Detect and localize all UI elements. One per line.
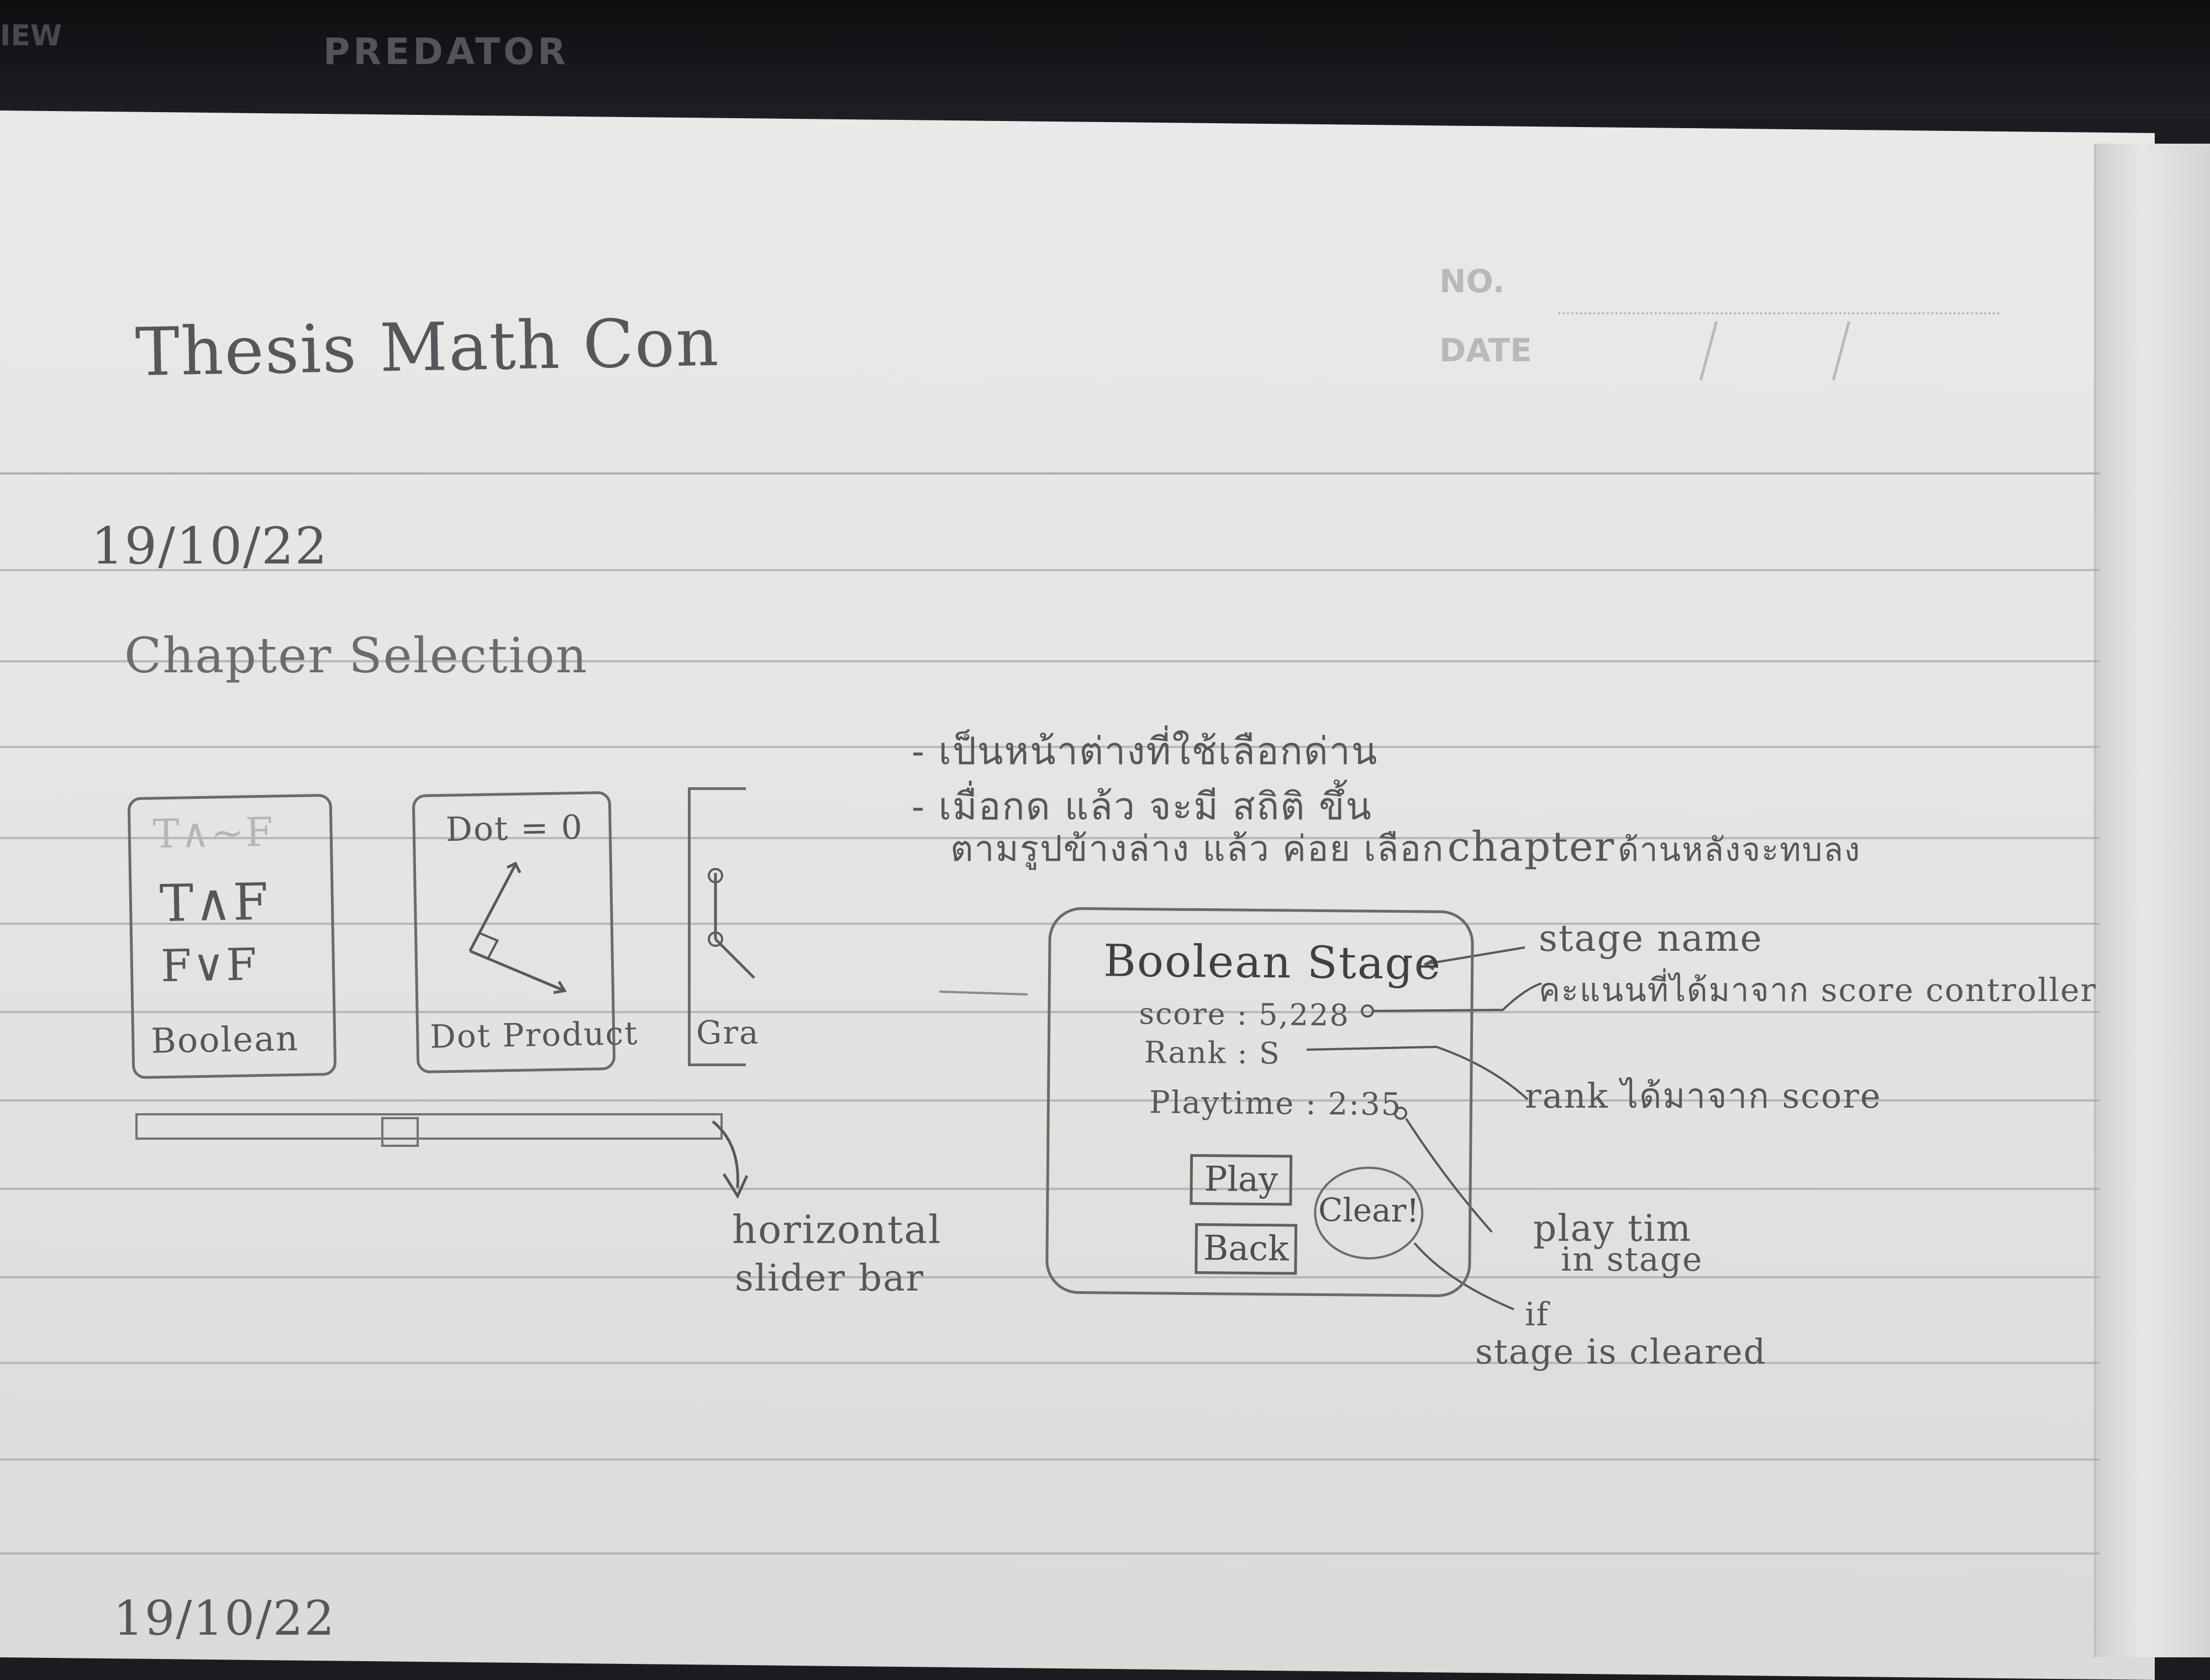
ruled-line [0,1188,2100,1190]
no-field-line [1558,312,2000,314]
monitor-left-text: IEW [0,19,62,52]
thai-note-line1: - เป็นหน้าต่างที่ใช้เลือกด่าน [912,730,1378,773]
thai-note-line2: - เมื่อกด แล้ว จะมี สถิติ ขึ้น [912,785,1372,829]
ruled-line [0,569,2100,571]
notebook-page-edge [2094,144,2210,1657]
horizontal-slider-thumb[interactable] [381,1117,419,1147]
annotation-clear-line1: if [1525,1295,1550,1333]
thai-note-line3-part2: ด้านหลังจะทบลง [1618,831,1861,868]
ruled-line [0,1552,2100,1555]
slider-note-line1: horizontal [732,1207,942,1252]
clear-badge: Clear! [1313,1166,1424,1260]
ruled-line [0,1011,2100,1013]
ruled-line [0,923,2100,925]
monitor-brand-logo: PREDATOR [323,30,569,73]
date-label: DATE [1439,331,1532,369]
stage-popup: Boolean Stage score : 5,228 Rank : S Pla… [1045,907,1475,1298]
horizontal-slider-track[interactable] [135,1113,723,1140]
stage-popup-score: score : 5,228 [1139,996,1350,1033]
date-top: 19/10/22 [91,517,329,576]
chapter-card-label: Gra [696,1014,760,1051]
annotation-rank-source: rank ได้มาจาก score [1525,1076,1882,1116]
monitor-background: IEW PREDATOR [0,0,2210,119]
stage-popup-rank: Rank : S [1144,1035,1281,1071]
stage-popup-playtime: Playtime : 2:35 [1149,1084,1402,1123]
ruled-line [0,660,2100,662]
ruled-line [0,472,2100,475]
chapter-card-dot-product[interactable]: Dot = 0 Dot Product [412,791,639,1074]
ruled-line [0,1362,2100,1364]
annotation-playtime-line1: play tim [1533,1207,1692,1250]
ruled-line [0,1099,2100,1102]
date-bottom: 19/10/22 [113,1591,336,1646]
annotation-clear-line2: stage is cleared [1475,1331,1767,1372]
ruled-line [0,837,2100,839]
section-title: Chapter Selection [124,627,588,684]
back-button[interactable]: Back [1195,1223,1298,1275]
pendulum-diagram [708,868,755,979]
thai-note-line3: ตามรูปข้างล่าง แล้ว ค่อย เลือก chapter ด… [950,820,1861,877]
no-label: NO. [1439,262,1505,300]
thai-note-chapter-word: chapter [1447,823,1616,871]
ruled-line [0,1458,2100,1461]
annotation-score-source: คะแนนที่ได้มาจาก score controller [1539,971,2097,1009]
vector-diagram [469,861,567,994]
stage-popup-title: Boolean Stage [1103,935,1442,989]
annotation-playtime-line2: in stage [1561,1240,1703,1279]
slider-note-line2: slider bar [735,1257,925,1299]
annotation-stage-name: stage name [1539,917,1763,960]
ruled-line [0,746,2100,748]
ruled-line [0,1276,2100,1278]
thai-note-line3-part1: ตามรูปข้างล่าง แล้ว ค่อย เลือก [950,829,1445,870]
play-button[interactable]: Play [1190,1154,1293,1206]
chapter-card-graph-partial[interactable]: Gra [688,787,759,1066]
